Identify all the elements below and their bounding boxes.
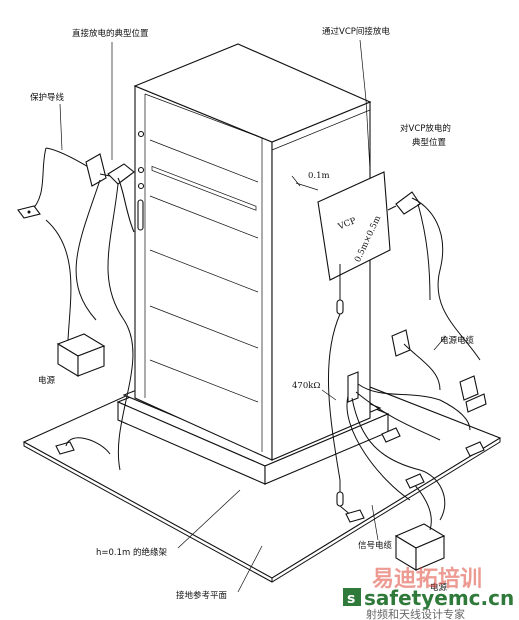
cabinet-knob xyxy=(137,182,145,190)
ground-clip-left xyxy=(55,437,111,455)
equipment-cabinet xyxy=(133,43,372,461)
power-cable xyxy=(355,343,487,441)
label-vcp-discharge: 对VCP放电的 xyxy=(400,123,451,134)
label-indirect-vcp: 通过VCP间接放电 xyxy=(322,26,390,37)
label-power-supply-right: 电源 xyxy=(430,582,448,593)
distance-dimension: 0.1m xyxy=(291,171,330,191)
cabinet-knob xyxy=(137,166,145,174)
watermark-url: safetyemc.cn xyxy=(364,586,514,610)
watermark: 易迪拓培训 s safetyemc.cn 射频和天线设计专家 xyxy=(343,566,514,620)
resistor-body xyxy=(336,491,344,507)
watermark-sub: 射频和天线设计专家 xyxy=(366,607,465,620)
power-supply-left xyxy=(45,219,106,377)
cabinet-knob xyxy=(137,130,145,138)
label-insulation-support: h=0.1m 的绝缘架 xyxy=(96,547,168,558)
label-direct-discharge: 直接放电的典型位置 xyxy=(72,28,149,39)
label-ground-plane: 接地参考平面 xyxy=(176,590,228,601)
ground-clip-right xyxy=(381,427,485,489)
esd-gun-direct xyxy=(75,153,135,471)
watermark-logo xyxy=(343,588,361,606)
label-power-cable: 电源电缆 xyxy=(440,335,475,346)
power-supply-right xyxy=(394,479,446,571)
watermark-cn: 易迪拓培训 xyxy=(372,566,482,592)
label-resistor: 470kΩ xyxy=(292,381,320,391)
distance-label: 0.1m xyxy=(308,171,330,181)
protective-wire xyxy=(17,147,91,219)
label-protective-wire: 保护导线 xyxy=(30,92,65,103)
label-signal-cable: 信号电缆 xyxy=(358,540,393,551)
label-vcp-discharge-2: 典型位置 xyxy=(412,137,447,148)
vcp-bleed-resistor xyxy=(321,264,365,523)
svg-text:s: s xyxy=(347,591,355,607)
vertical-coupling-plane: VCP 0.5m×0.5m xyxy=(317,171,391,281)
esd-gun-vcp xyxy=(387,191,481,361)
cabinet-handle xyxy=(137,199,144,231)
signal-cable xyxy=(346,395,446,521)
label-power-supply-left: 电源 xyxy=(38,375,56,386)
